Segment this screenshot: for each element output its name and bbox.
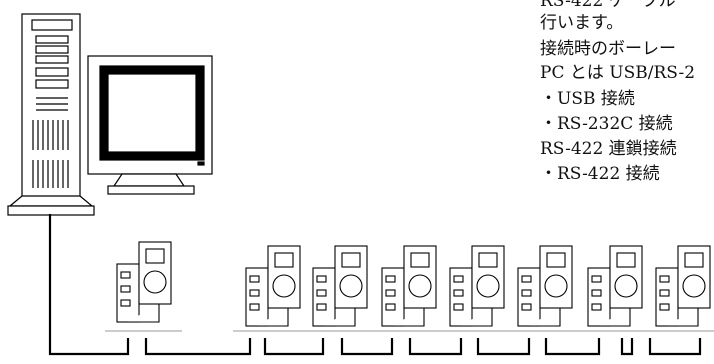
tower-pc-icon xyxy=(8,14,94,215)
note-line-8: ・RS-422 接続 xyxy=(540,163,660,186)
note-line-4: PC とは USB/RS-2 xyxy=(540,62,695,85)
note-line-3: 接続時のボーレー xyxy=(540,38,676,61)
note-line-6: ・RS-232C 接続 xyxy=(540,113,673,136)
measurement-device-icon xyxy=(588,246,642,326)
note-line-5: ・USB 接続 xyxy=(540,88,635,111)
measurement-device-icon xyxy=(313,246,367,326)
monitor-icon xyxy=(88,56,212,194)
device-group xyxy=(105,242,714,331)
measurement-device-icon xyxy=(656,246,710,326)
measurement-device-icon xyxy=(117,242,171,322)
measurement-device-icon xyxy=(450,246,504,326)
measurement-device-icon xyxy=(246,246,300,326)
measurement-device-icon xyxy=(518,246,572,326)
note-line-7: RS-422 連鎖接続 xyxy=(540,138,677,161)
note-line-2: 行います。 xyxy=(540,12,623,35)
measurement-device-icon xyxy=(382,246,436,326)
